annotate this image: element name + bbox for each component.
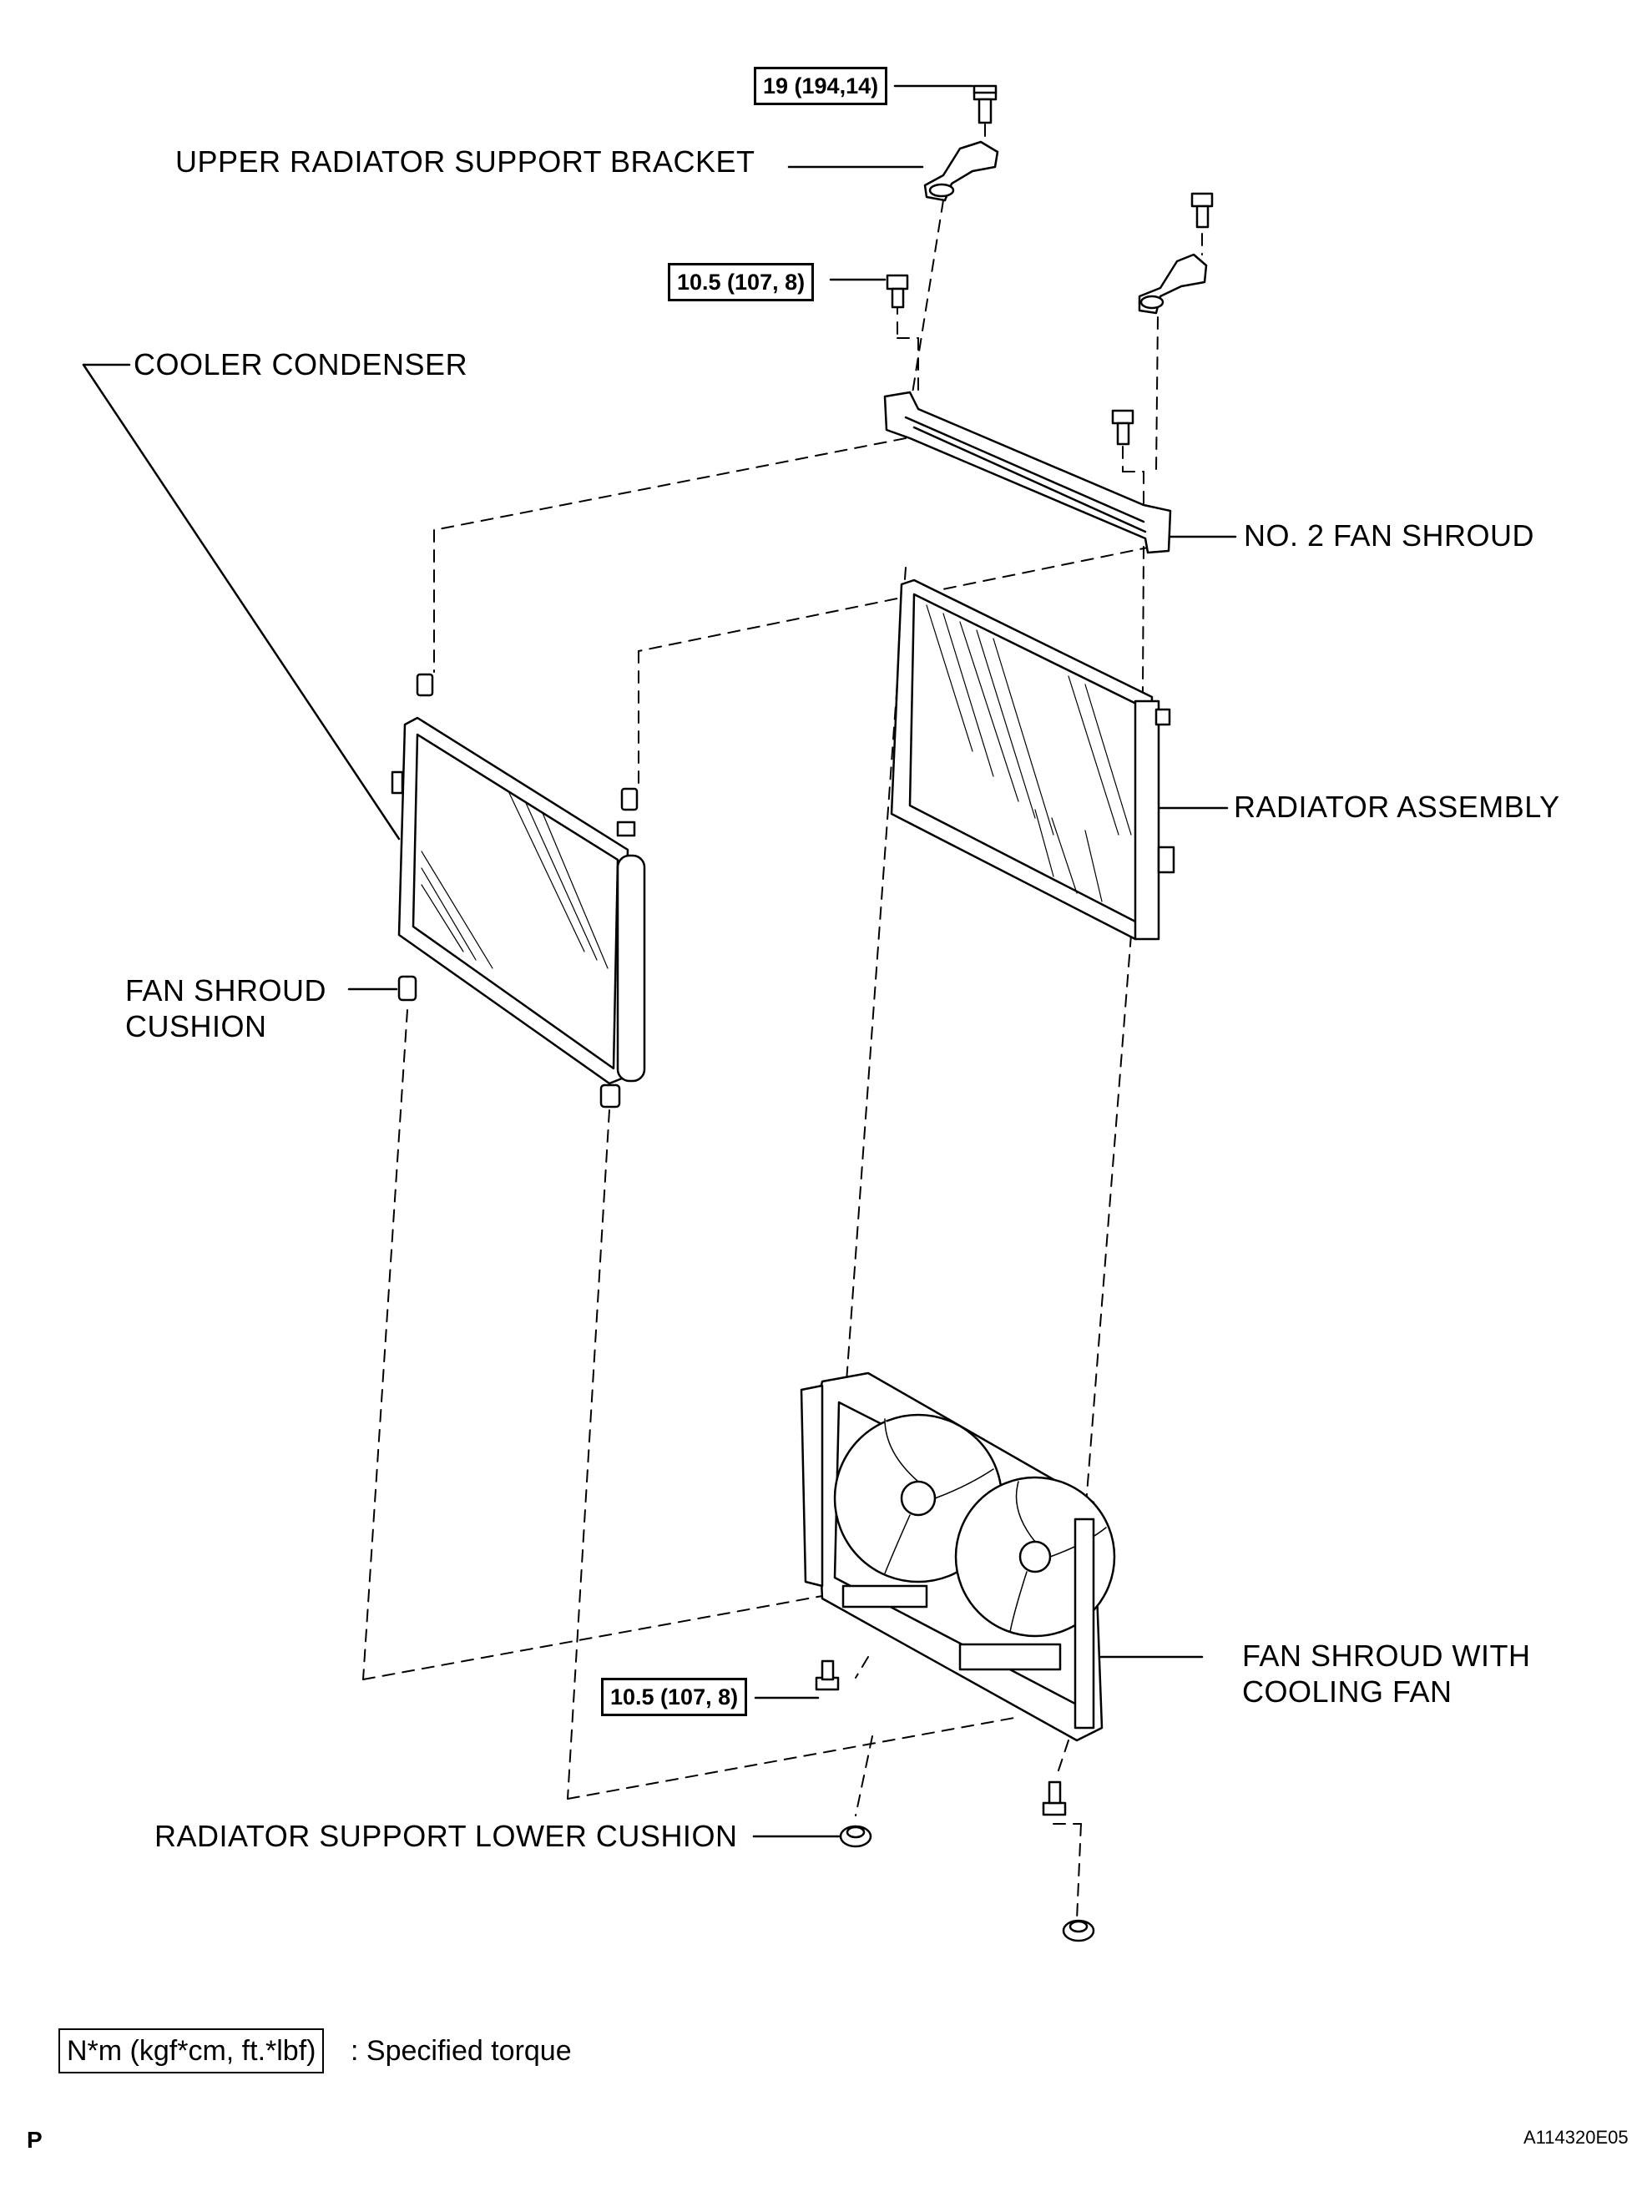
bolt-right-top	[1190, 192, 1214, 229]
bolt-right-shroud	[1111, 409, 1134, 446]
torque-box-upper-shroud: 10.5 (107, 8)	[668, 263, 815, 301]
label-cooler-condenser: COOLER CONDENSER	[134, 347, 468, 381]
label-radiator-assembly: RADIATOR ASSEMBLY	[1234, 790, 1560, 824]
bolt-lower-right	[1042, 1780, 1067, 1816]
upper-bracket-right	[1138, 253, 1208, 315]
bolt-top	[973, 84, 998, 124]
radiator-part	[890, 578, 1175, 941]
label-no2-fan-shroud: NO. 2 FAN SHROUD	[1244, 518, 1535, 553]
legend-torque-unit-box: N*m (kgf*cm, ft.*lbf)	[58, 2028, 325, 2073]
leader-lines	[82, 84, 1237, 1838]
label-upper-radiator-support-bracket: UPPER RADIATOR SUPPORT BRACKET	[175, 144, 755, 179]
no2-fan-shroud-part	[883, 391, 1172, 554]
bolt-left-shroud	[886, 274, 909, 309]
label-fan-shroud-with-cooling-fan-line2: COOLING FAN	[1242, 1674, 1452, 1709]
label-fan-shroud-cushion-line1: FAN SHROUD	[125, 973, 327, 1008]
fan-shroud-part	[800, 1371, 1116, 1742]
label-radiator-support-lower-cushion: RADIATOR SUPPORT LOWER CUSHION	[154, 1819, 738, 1853]
condenser-part	[391, 673, 646, 1109]
lower-cushion-right	[1062, 1919, 1095, 1942]
page-marker-p: P	[27, 2127, 43, 2153]
lower-cushion-left	[839, 1825, 872, 1848]
label-fan-shroud-cushion-line2: CUSHION	[125, 1009, 267, 1043]
torque-box-lower-fan: 10.5 (107, 8)	[601, 1678, 748, 1716]
label-fan-shroud-with-cooling-fan-line1: FAN SHROUD WITH	[1242, 1639, 1531, 1673]
torque-box-upper-bracket: 19 (194,14)	[754, 67, 888, 105]
upper-bracket-left	[923, 140, 999, 202]
figure-id: A114320E05	[1523, 2127, 1629, 2148]
bolt-lower-left	[815, 1659, 840, 1691]
legend-specified-torque: : Specified torque	[351, 2035, 572, 2067]
